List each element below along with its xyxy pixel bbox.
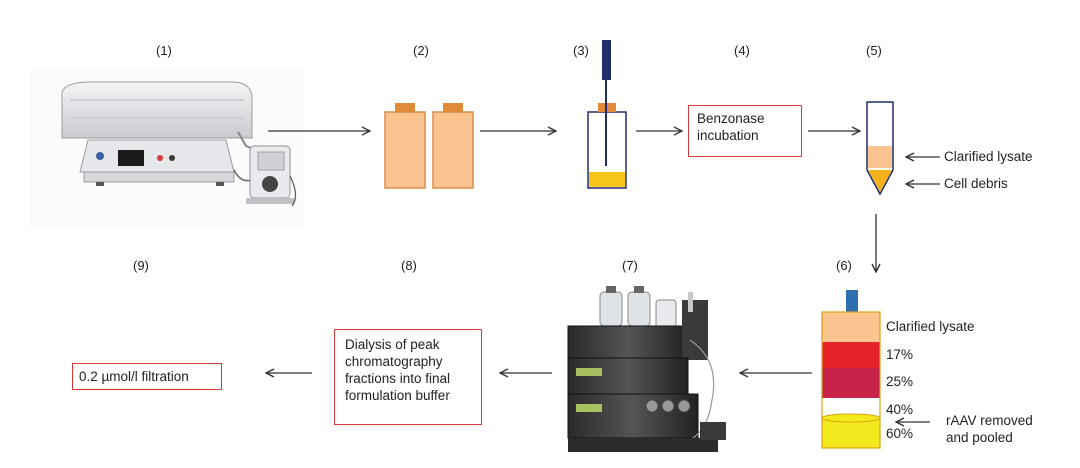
step-6-label: (6) — [836, 258, 852, 273]
homogenizer-machine-icon — [30, 68, 305, 230]
gradient-25-label: 25% — [886, 374, 914, 389]
gradient-60-label: 60% — [886, 426, 914, 441]
step-3-label: (3) — [573, 43, 589, 58]
density-gradient-tube-icon — [821, 290, 881, 449]
step-4-label: (4) — [734, 43, 750, 58]
gradient-40-label: 40% — [886, 402, 914, 417]
clarified-lysate-label: Clarified lysate — [944, 149, 1033, 164]
step-7-label: (7) — [622, 258, 638, 273]
step-1-label: (1) — [156, 43, 172, 58]
sonicator-tube-icon — [587, 40, 627, 189]
dialysis-box: Dialysis of peak chromatography fraction… — [334, 329, 482, 425]
gradient-lysate-label: Clarified lysate — [886, 319, 975, 334]
raav-pooled-label: and pooled — [946, 430, 1013, 445]
raav-removed-label: rAAV removed — [946, 413, 1033, 428]
step-5-label: (5) — [866, 43, 882, 58]
gradient-17-label: 17% — [886, 347, 914, 362]
culture-bottles-icon — [384, 103, 474, 189]
step-2-label: (2) — [413, 43, 429, 58]
chromatography-system-icon — [567, 286, 726, 452]
centrifuge-tube-icon — [866, 101, 894, 196]
filtration-box: 0.2 µmol/l filtration — [72, 363, 222, 390]
cell-debris-label: Cell debris — [944, 176, 1008, 191]
step-8-label: (8) — [401, 258, 417, 273]
benzonase-incubation-box: Benzonase incubation — [688, 105, 802, 157]
step-9-label: (9) — [133, 258, 149, 273]
